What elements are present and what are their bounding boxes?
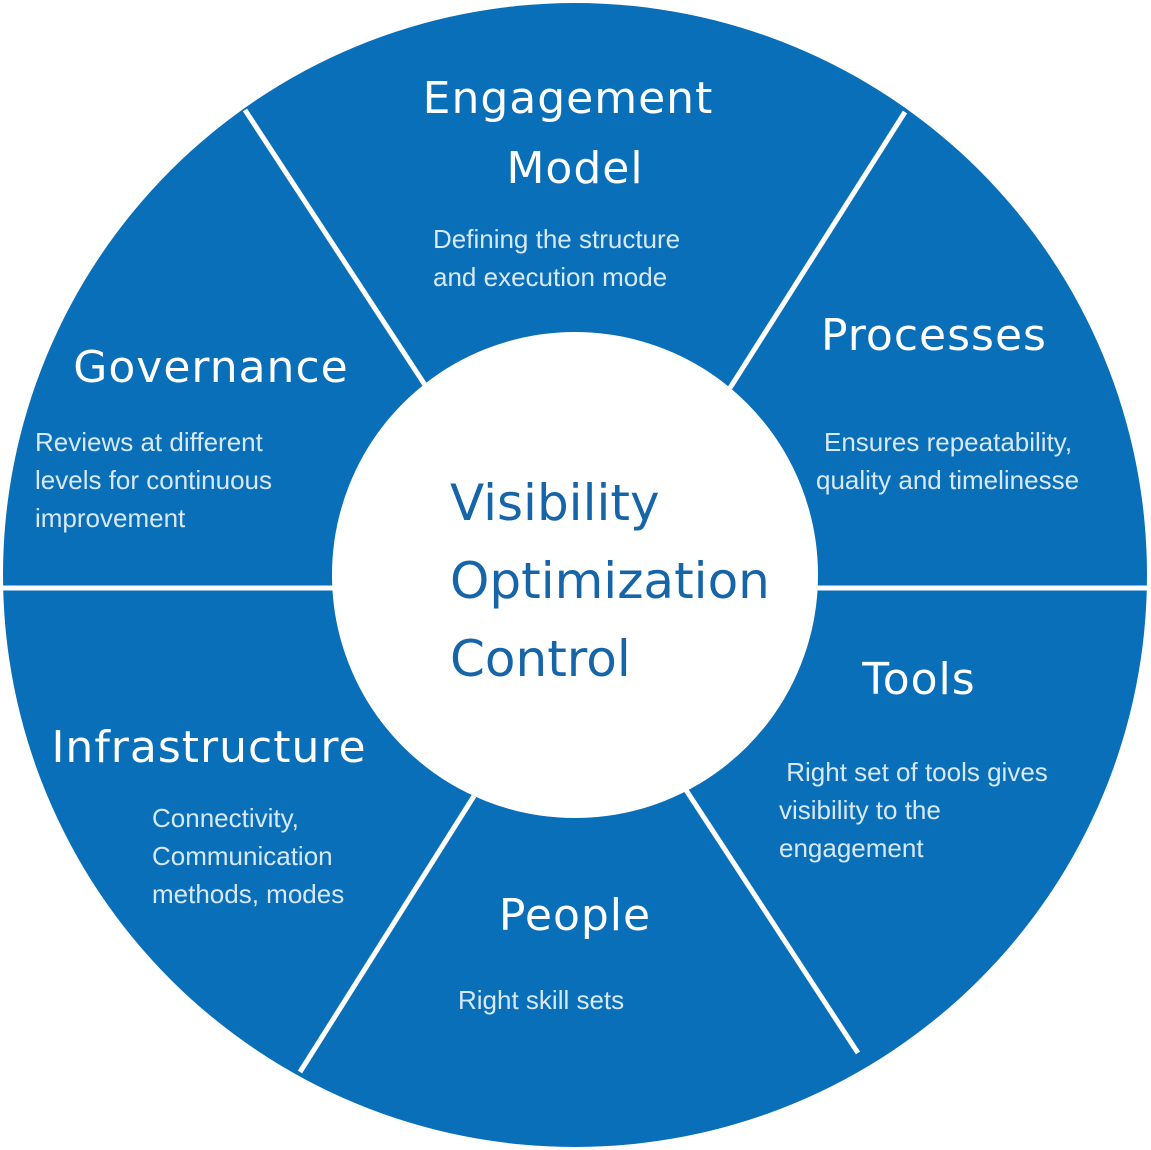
center-line: Visibility [450,474,660,532]
segment-description: engagement [779,833,924,863]
segment-title: Processes [821,310,1047,361]
segment-description: Communication [152,841,333,871]
segment-title: Engagement [423,73,714,124]
segment-governance: Governance Reviews at different levels f… [35,342,348,533]
segment-description: Reviews at different [35,427,264,457]
segment-description: Ensures repeatability, [824,427,1072,457]
segment-description: visibility to the [779,795,941,825]
segment-dividers [0,108,1151,1074]
segment-title: Model [506,143,643,194]
segment-description: Right skill sets [458,985,624,1015]
segment-description: Right set of tools gives [779,757,1048,787]
center-hub [332,332,818,818]
segment-description: Defining the structure [433,224,680,254]
segment-title: People [499,890,651,941]
segment-divider [297,794,477,1074]
segment-description: methods, modes [152,879,344,909]
segment-description: and execution mode [433,262,667,292]
segment-description: levels for continuous [35,465,272,495]
segment-title: Infrastructure [51,722,366,773]
center-line: Control [450,630,631,688]
center-line: Optimization [450,552,770,610]
segment-title: Tools [861,654,975,705]
segment-title: Governance [73,342,348,393]
segment-description: improvement [35,503,186,533]
segment-processes: Processes Ensures repeatability, quality… [816,310,1079,495]
segment-description: Connectivity, [152,803,299,833]
segment-divider [727,110,908,390]
segment-description: quality and timelinesse [816,465,1079,495]
segment-divider [242,108,428,387]
segment-infrastructure: Infrastructure Connectivity, Communicati… [51,722,366,909]
segment-tools: Tools Right set of tools gives visibilit… [779,654,1048,863]
segment-engagement-model: Engagement Model Defining the structure … [423,73,714,292]
center-label: Visibility Optimization Control [450,474,770,688]
segment-divider [683,788,861,1055]
segment-people: People Right skill sets [458,890,651,1015]
